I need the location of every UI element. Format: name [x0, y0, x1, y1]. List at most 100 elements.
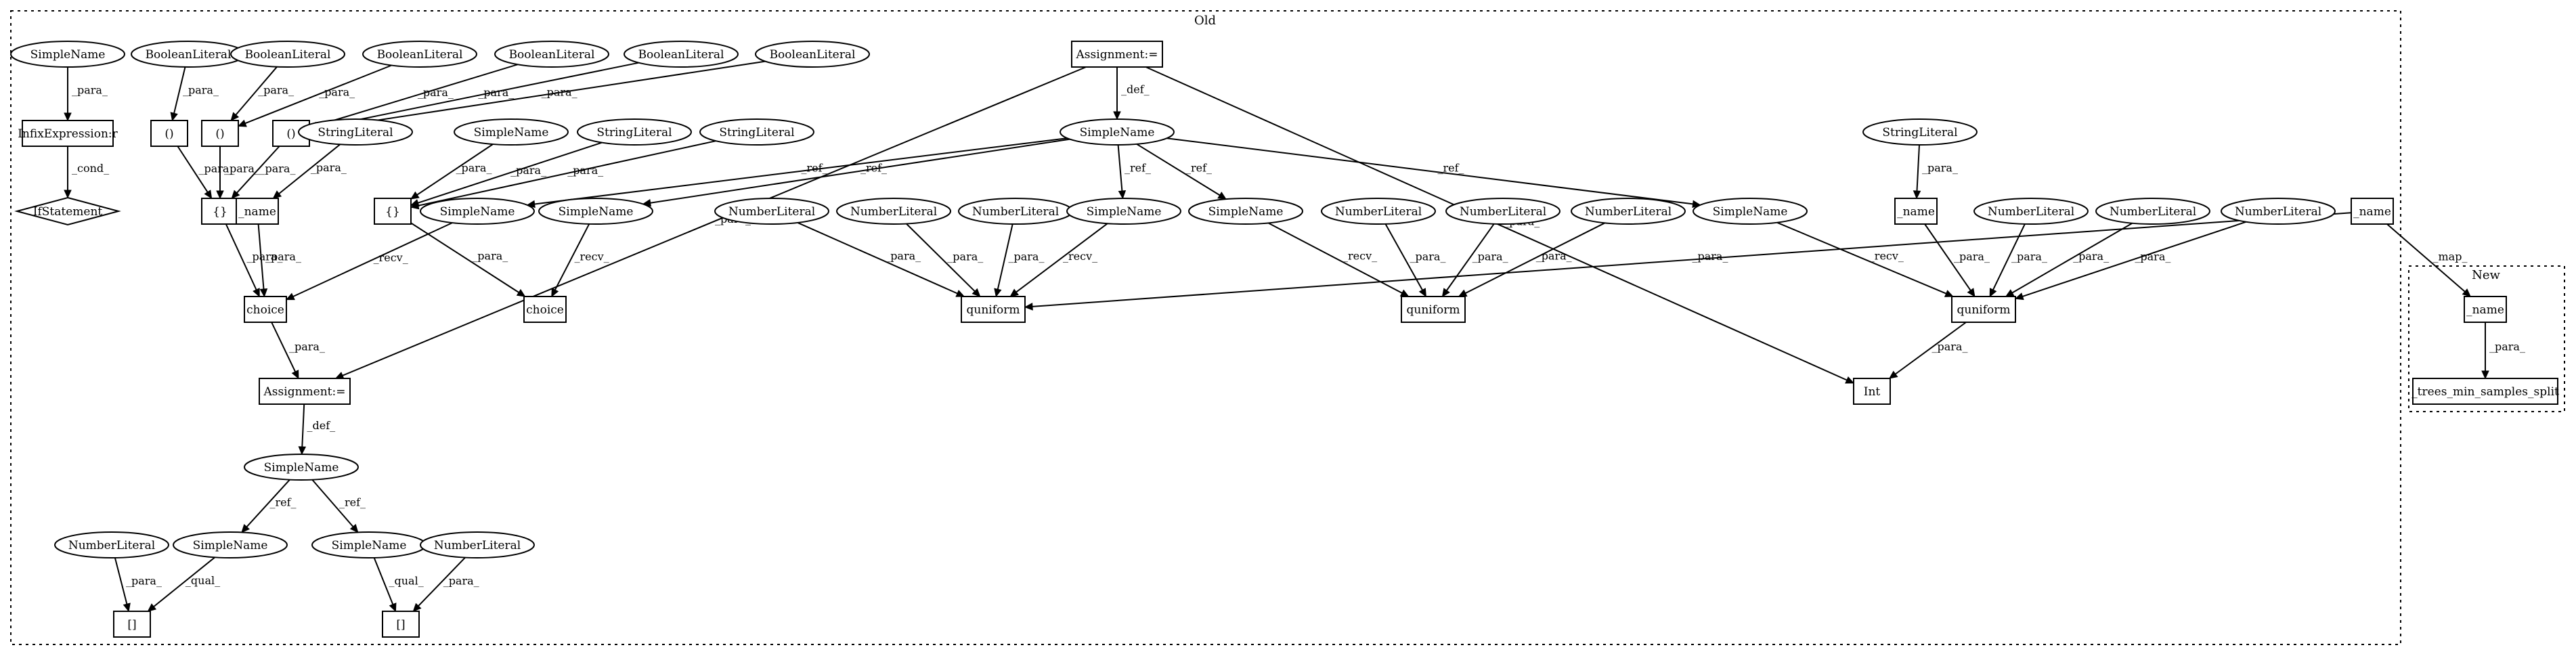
- node-shape: [22, 120, 114, 147]
- edge-label: _para_: [1536, 250, 1572, 263]
- node-num6: NumberLiteral: [1571, 198, 1686, 225]
- edge-arrowhead: [1967, 288, 1975, 297]
- node-shape: [382, 611, 420, 638]
- node-shape: [2412, 378, 2558, 405]
- node-str4: StringLiteral: [1862, 118, 1978, 146]
- edge-label: _para_: [199, 162, 235, 175]
- edge-label: _ref_: [270, 496, 297, 509]
- node-quni1: quniform: [961, 296, 1026, 323]
- edge-label: _para_: [1954, 250, 1990, 263]
- edge-n_sn_q1-n_quni1: [1016, 223, 1108, 293]
- node-label: quniform: [1957, 303, 2011, 317]
- edge-label: _para_: [319, 85, 355, 98]
- node-label: _name: [238, 205, 276, 219]
- edge-label: _recv_: [575, 250, 609, 263]
- node-choice1: choice: [244, 296, 287, 323]
- cluster-new: [2408, 265, 2565, 412]
- edge-n_name_old-n_quni1: [1032, 212, 2352, 307]
- edge-arrowhead: [349, 523, 359, 533]
- edge-arrowhead: [955, 290, 965, 297]
- node-label: SimpleName: [30, 48, 106, 62]
- edge-n_str3-n_brace2: [418, 140, 716, 206]
- node-shape: [1951, 296, 2016, 323]
- node-shape: [1693, 198, 1808, 225]
- node-name2: _name: [1894, 198, 1938, 225]
- node-label: NumberLiteral: [1460, 205, 1546, 219]
- node-name-new: _name: [2464, 296, 2507, 323]
- node-label: BooleanLiteral: [245, 48, 331, 62]
- edge-arrowhead: [1441, 288, 1450, 297]
- edge-n_bool5-n_par3: [316, 62, 639, 129]
- node-label: BooleanLiteral: [146, 48, 232, 62]
- edge-n_bool3-n_par2: [244, 64, 392, 125]
- edge-label: _para_: [510, 164, 546, 177]
- node-shape: [1401, 296, 1466, 323]
- edge-arrowhead: [1009, 288, 1019, 297]
- edge-n_sn_r1-n_idx1: [153, 556, 215, 607]
- edge-label: _para_: [224, 162, 260, 175]
- edge-arrowhead: [1458, 289, 1468, 297]
- node-label: SimpleName: [1208, 205, 1284, 219]
- node-shape: [1066, 198, 1181, 225]
- node-shape: [298, 118, 413, 146]
- edge-arrowhead: [389, 602, 397, 613]
- edge-arrowhead: [1944, 290, 1954, 297]
- edge-n_bool4-n_par3: [316, 64, 519, 127]
- node-shape: [624, 41, 739, 68]
- node-str2: StringLiteral: [577, 118, 692, 146]
- edge-n_str4-n_name2: [1916, 144, 1920, 192]
- edge-n_num_b-n_idx2: [418, 556, 466, 607]
- edge-arrowhead: [2481, 370, 2489, 380]
- node-label: StringLiteral: [318, 126, 393, 139]
- edge-arrowhead: [241, 524, 250, 533]
- node-num-a: NumberLiteral: [54, 531, 169, 558]
- node-num4: NumberLiteral: [1321, 198, 1436, 225]
- edge-n_str2-n_brace2: [418, 141, 603, 204]
- edge-arrowhead: [291, 370, 299, 380]
- edge-arrowhead: [2005, 289, 2015, 297]
- edge-arrowhead: [123, 602, 131, 613]
- node-shape: [14, 196, 121, 226]
- edge-arrowhead: [170, 112, 178, 122]
- edge-arrowhead: [972, 288, 981, 297]
- node-label: SimpleName: [559, 205, 634, 219]
- node-shape: [961, 296, 1026, 323]
- cluster-label-old: Old: [1194, 14, 1216, 28]
- node-label: InfixExpression:r: [18, 127, 118, 141]
- node-shape: [2221, 198, 2336, 225]
- node-shape: [699, 118, 814, 146]
- edge-label: _para_: [567, 164, 603, 177]
- edge-label: _para_: [1932, 341, 1968, 353]
- node-shape: [113, 611, 151, 638]
- node-bool5: BooleanLiteral: [624, 41, 739, 68]
- edge-arrowhead: [204, 190, 213, 200]
- node-bool1: BooleanLiteral: [131, 41, 246, 68]
- node-label: _name: [2353, 205, 2391, 219]
- node-label: SimpleName: [1713, 205, 1788, 219]
- node-label: SimpleName: [332, 539, 407, 552]
- node-shape: [577, 118, 692, 146]
- edge-label: _ref_: [1438, 162, 1464, 175]
- edge-arrowhead: [1024, 303, 1033, 311]
- edge-n_sn_main-n_sn_c1: [534, 137, 1068, 205]
- edge-label: _para_: [311, 161, 347, 174]
- edge-arrowhead: [410, 191, 420, 200]
- node-label: NumberLiteral: [850, 205, 937, 219]
- node-sn-top: SimpleName: [10, 41, 125, 68]
- node-shape: [714, 198, 829, 225]
- edge-arrowhead: [1118, 190, 1127, 200]
- edge-label: _para_: [542, 86, 577, 99]
- node-num5: NumberLiteral: [1445, 198, 1560, 225]
- edge-arrowhead: [516, 288, 526, 297]
- edge-n_num1-n_quni1: [797, 221, 958, 294]
- node-shape: [150, 120, 188, 147]
- node-shape: [523, 296, 567, 323]
- node-shape: [1571, 198, 1686, 225]
- node-bool6: BooleanLiteral: [755, 41, 870, 68]
- node-sn-q2: SimpleName: [1188, 198, 1303, 225]
- edge-arrowhead: [230, 112, 240, 121]
- node-shape: [2351, 198, 2394, 225]
- node-shape: [1853, 378, 1891, 405]
- cluster-old: [10, 10, 2401, 645]
